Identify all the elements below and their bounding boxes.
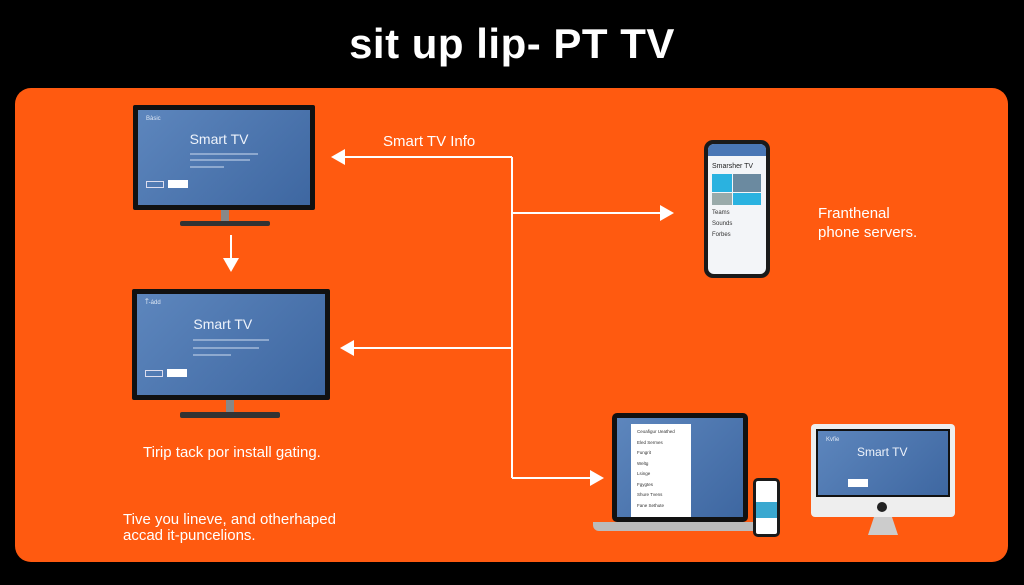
menu-item: Ceoafigur Ueathed bbox=[637, 429, 675, 434]
tv-brand: Ť-ádd bbox=[145, 300, 161, 306]
menu-item: Weltg bbox=[637, 460, 649, 466]
bottom-note-line2: accad it-puncelions. bbox=[123, 527, 256, 544]
page-title: sit up lip- PT TV bbox=[349, 20, 675, 67]
tv-brand: Bàsic bbox=[146, 116, 161, 122]
laptop-menu: Ceoafigur Ueathed Eled Sermes Fungrit We… bbox=[631, 424, 691, 517]
apple-logo-icon bbox=[877, 502, 887, 512]
menu-item: Shure Tvens bbox=[637, 492, 663, 497]
phone-list-item: Forbes bbox=[712, 232, 731, 238]
install-label: Tirip tack por install gating. bbox=[143, 444, 321, 461]
phone-servers-label-line2: phone servers. bbox=[818, 224, 918, 241]
menu-item: Fungrit bbox=[637, 450, 652, 455]
phone-servers-label: Franthenal bbox=[818, 205, 890, 222]
laptop: Ceoafigur Ueathed Eled Sermes Fungrit We… bbox=[612, 413, 748, 522]
smart-tv-bottom: Ť-ádd Smart TV bbox=[132, 289, 330, 400]
menu-item: Fgygtes bbox=[637, 481, 654, 487]
menu-item: Eled Sermes bbox=[637, 439, 663, 445]
phone-heading: Smarsher TV bbox=[712, 163, 754, 170]
phone-list-item: Teams bbox=[712, 210, 730, 216]
imac-brand: Kvfie bbox=[826, 437, 840, 443]
tv-heading: Smart TV bbox=[193, 316, 253, 333]
smart-tv-info-label: Smart TV Info bbox=[383, 133, 476, 150]
phone-list-item: Sounds bbox=[712, 221, 733, 227]
tv-heading: Smart TV bbox=[189, 130, 249, 147]
bottom-note-line1: Tive you lineve, and otherhaped bbox=[123, 511, 336, 528]
smartphone: Smarsher TV Teams Sounds Forbes bbox=[704, 140, 770, 278]
imac: Kvfie Smart TV bbox=[811, 424, 955, 517]
small-phone bbox=[753, 478, 780, 537]
imac-heading: Smart TV bbox=[857, 445, 908, 460]
menu-item: Fane Sethute bbox=[637, 502, 665, 508]
smart-tv-top: Bàsic Smart TV bbox=[133, 105, 315, 210]
menu-item: Lsinge bbox=[637, 471, 651, 476]
